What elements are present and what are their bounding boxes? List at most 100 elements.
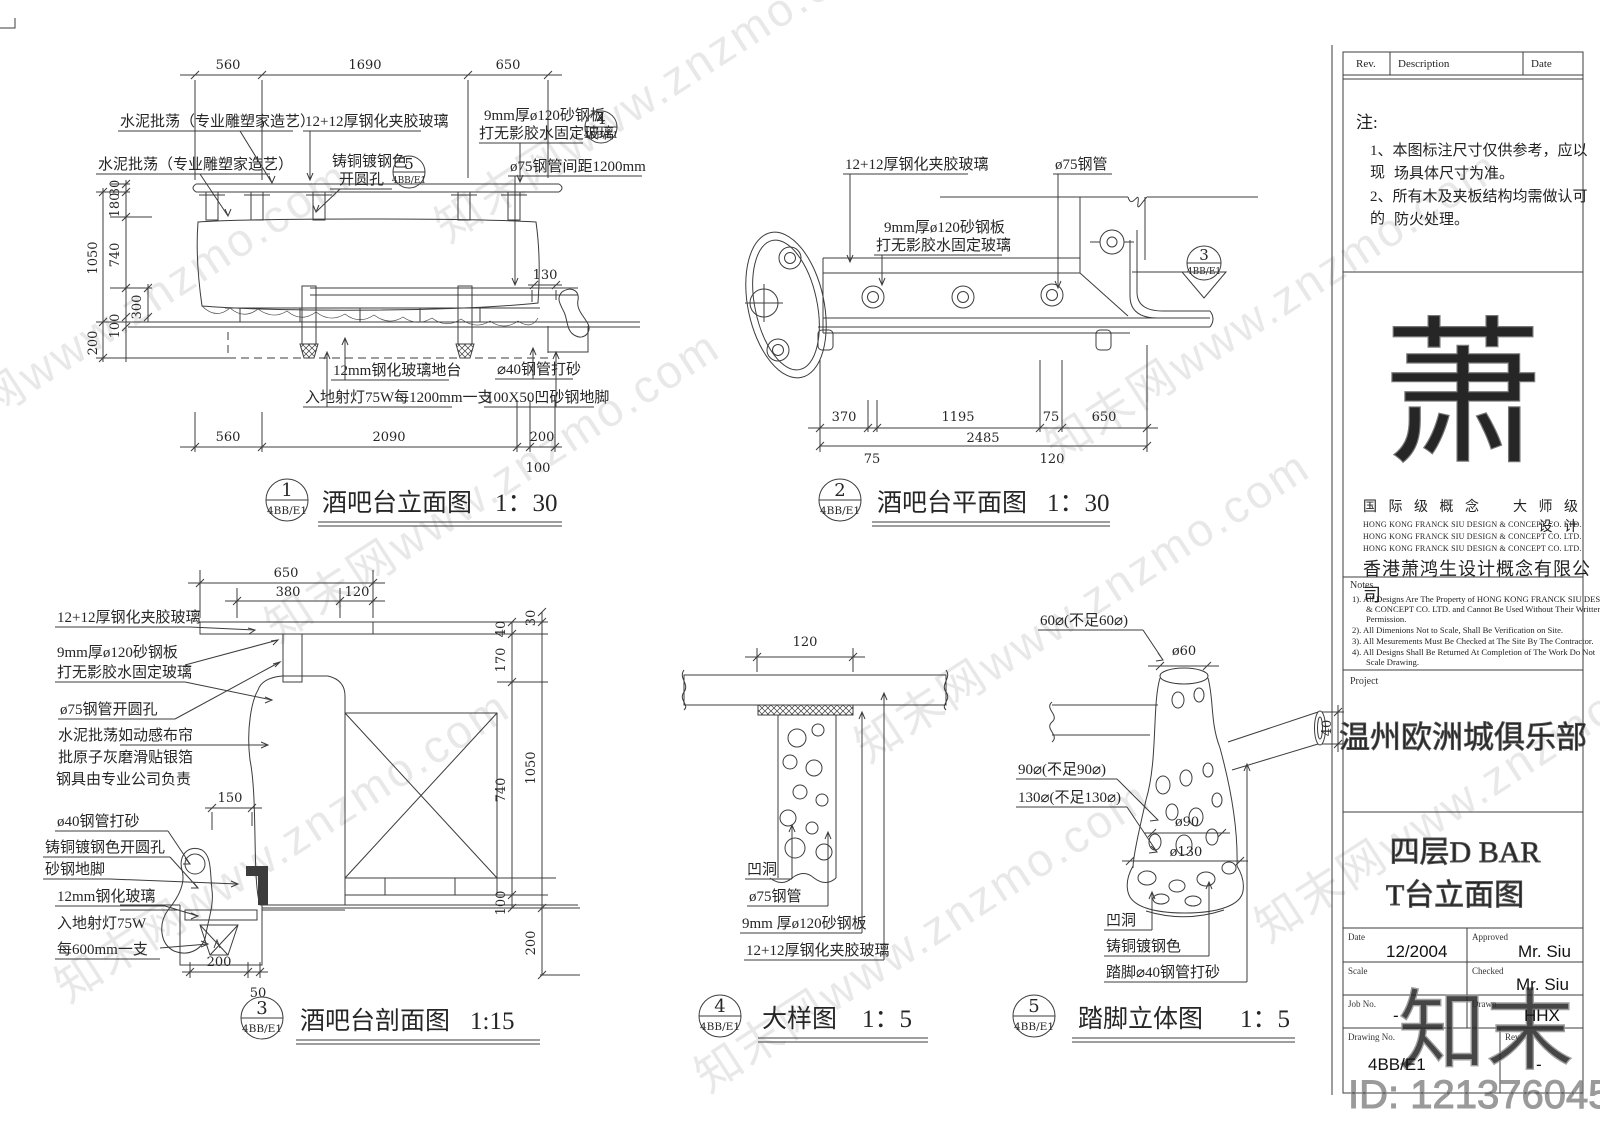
tb-date-header: Date [1531,58,1552,70]
dim-text: 2485 [966,431,999,446]
view-title: 酒吧台平面图 [877,489,1027,517]
label-pipe: ø75钢管间距1200mm [510,158,646,175]
tb-approved-value: Mr. Siu [1518,942,1571,961]
tb-notes-line: 3). All Mesurements Must Be Checked at T… [1352,636,1594,646]
tb-approved-label: Approved [1472,932,1508,942]
tb-notes-line: & CONCEPT CO. LTD. and Cannot Be Used Wi… [1366,604,1600,614]
view-ref: 4BB/E1 [242,1023,282,1035]
view-ref: 4BB/E1 [820,505,860,517]
label-d90: 90⌀(不足90⌀) [1018,761,1106,778]
tb-notes-line: 2). All Dimenions Not to Scale, Shall Be… [1352,625,1564,635]
dim-text: 2090 [372,430,405,445]
tb-company-cn: 香港萧鸿生设计概念有限公司 [1363,559,1591,605]
tb-rev-value: - [1536,1055,1542,1074]
dim-text: ø60 [1172,644,1196,659]
dim-text: 380 [276,585,301,600]
view-ref: 4BB/E1 [700,1021,740,1033]
dim-text: 740 [494,778,509,803]
label-pipe40: 踏脚⌀40钢管打砂 [1106,964,1220,981]
tb-notes-line: 4). All Designs Shall Be Returned At Com… [1352,647,1596,657]
project-name: 温州欧洲城俱乐部 [1339,720,1587,755]
label-plate: 9mm厚ø120砂钢板 [484,106,605,124]
view-num: 5 [1028,996,1039,1017]
dim-text: 560 [216,58,241,73]
label-foot: 100X50凹砂钢地脚 [486,389,609,406]
view-section: 650 380 120 12+12厚钢化夹胶玻璃 9mm厚ø120砂钢板 打无影… [43,566,580,1045]
label-foot: 砂钢地脚 [45,861,105,878]
label-d60: 60⌀(不足60⌀) [1040,612,1128,629]
dim-text: 650 [274,566,299,581]
dim-text: ø90 [1175,815,1199,830]
label-pipe: ø75钢管 [749,888,802,905]
titleblock-frame: 萧 [1331,45,1584,1095]
dim-text: 200 [207,955,232,970]
label-plate: 9mm厚ø120砂钢板 [57,643,178,661]
titleblock-outline-text: 温州欧洲城俱乐部 四层D BAR T台立面图 [1339,720,1588,913]
sheet-corner-mark [0,18,16,29]
dim-text: 75 [1043,410,1060,425]
sheet-title-line2: T台立面图 [1386,879,1524,912]
label-glass: 12+12厚钢化夹胶玻璃 [845,156,988,173]
dim-text: 100 [494,891,509,916]
dim-text: 300 [130,295,145,320]
dim-text: 100 [526,461,551,476]
tb-dwgno-label: Drawing No. [1348,1032,1395,1042]
tb-notes-line: 1). All Designs Are The Property of HONG… [1352,594,1600,604]
dim-text: 370 [832,410,857,425]
label-bronze: 铸铜镀钢色 [332,153,407,170]
tb-note-line: 场具体尺寸为准。 [1394,166,1515,182]
tb-note-line: 防火处理。 [1394,212,1470,228]
dim-text: 1050 [86,241,101,274]
marker-num: 5 [404,155,414,173]
tb-company-en: HONG KONG FRANCK SIU DESIGN & CONCEPT CO… [1363,532,1582,541]
dim-text: 200 [530,430,555,445]
tb-note-heading: 注: [1356,113,1378,132]
dim-text: 120 [1040,452,1065,467]
view-title: 大样图 [762,1005,837,1033]
marker-ref: 4BB/E1 [392,176,426,186]
dim-text: 1050 [524,751,539,784]
tb-desc-header: Description [1398,58,1450,70]
label-lamp: 入地射灯75W [57,915,147,932]
label-d130: 130⌀(不足130⌀) [1018,789,1121,806]
label-plate: 打无影胶水固定玻璃 [479,125,614,142]
label-cement: 批原子灰磨滑贴银箔 [58,749,193,766]
view-num: 2 [834,480,845,501]
view-plan: 12+12厚钢化夹胶玻璃 ø75钢管 9mm厚ø120砂钢板 打无影胶水固定玻璃 [745,156,1258,527]
dim-text: 30 [108,180,123,197]
tb-project-label: Project [1350,676,1379,687]
view-num: 1 [281,480,292,501]
view-num: 4 [714,996,725,1017]
dim-text: 120 [345,585,370,600]
tb-job-value: - [1393,1006,1399,1025]
tb-drawn-label: Drawn [1472,999,1497,1009]
label-hole: 凹洞 [1106,912,1136,929]
tb-job-label: Job No. [1348,999,1377,1009]
dim-text: 1690 [348,58,381,73]
label-bronze: 开圆孔 [339,171,384,188]
tb-checked-label: Checked [1472,966,1504,976]
tb-checked-value: Mr. Siu [1516,975,1569,994]
tb-drawn-value: HHX [1524,1006,1560,1025]
view-ref: 4BB/E1 [1014,1021,1054,1033]
label-cement: 水泥批荡如动感布帘 [58,727,193,744]
dim-text: 120 [793,635,818,650]
dim-text: 130 [533,268,558,283]
view-elevation: 560 1690 650 水泥批荡（专业雕塑家造艺） 12+12厚钢化夹胶玻璃 … [86,58,646,527]
brand-logo-text: 知末 [1398,985,1574,1082]
label-hole: 凹洞 [747,861,777,878]
dim-text: 75 [864,452,881,467]
dim-text: 170 [494,648,509,673]
company-logo-xiao: 萧 [1383,307,1543,485]
dim-text: 40 [494,621,509,638]
dim-text: 100 [108,314,123,339]
tb-note-line: 1、本图标注尺寸仅供参考，应以现 [1370,143,1588,181]
label-glass: 12+12厚钢化夹胶玻璃 [746,942,889,959]
label-plate: 打无影胶水固定玻璃 [876,237,1011,254]
view-scale: 1：5 [862,1006,912,1033]
tb-slogan-left: 国 际 级 概 念 [1363,500,1483,515]
tb-scale-label: Scale [1348,966,1368,976]
dim-text: 740 [108,243,123,268]
label-cement: 水泥批荡（专业雕塑家造艺） [120,113,315,130]
dim-text: 650 [496,58,521,73]
